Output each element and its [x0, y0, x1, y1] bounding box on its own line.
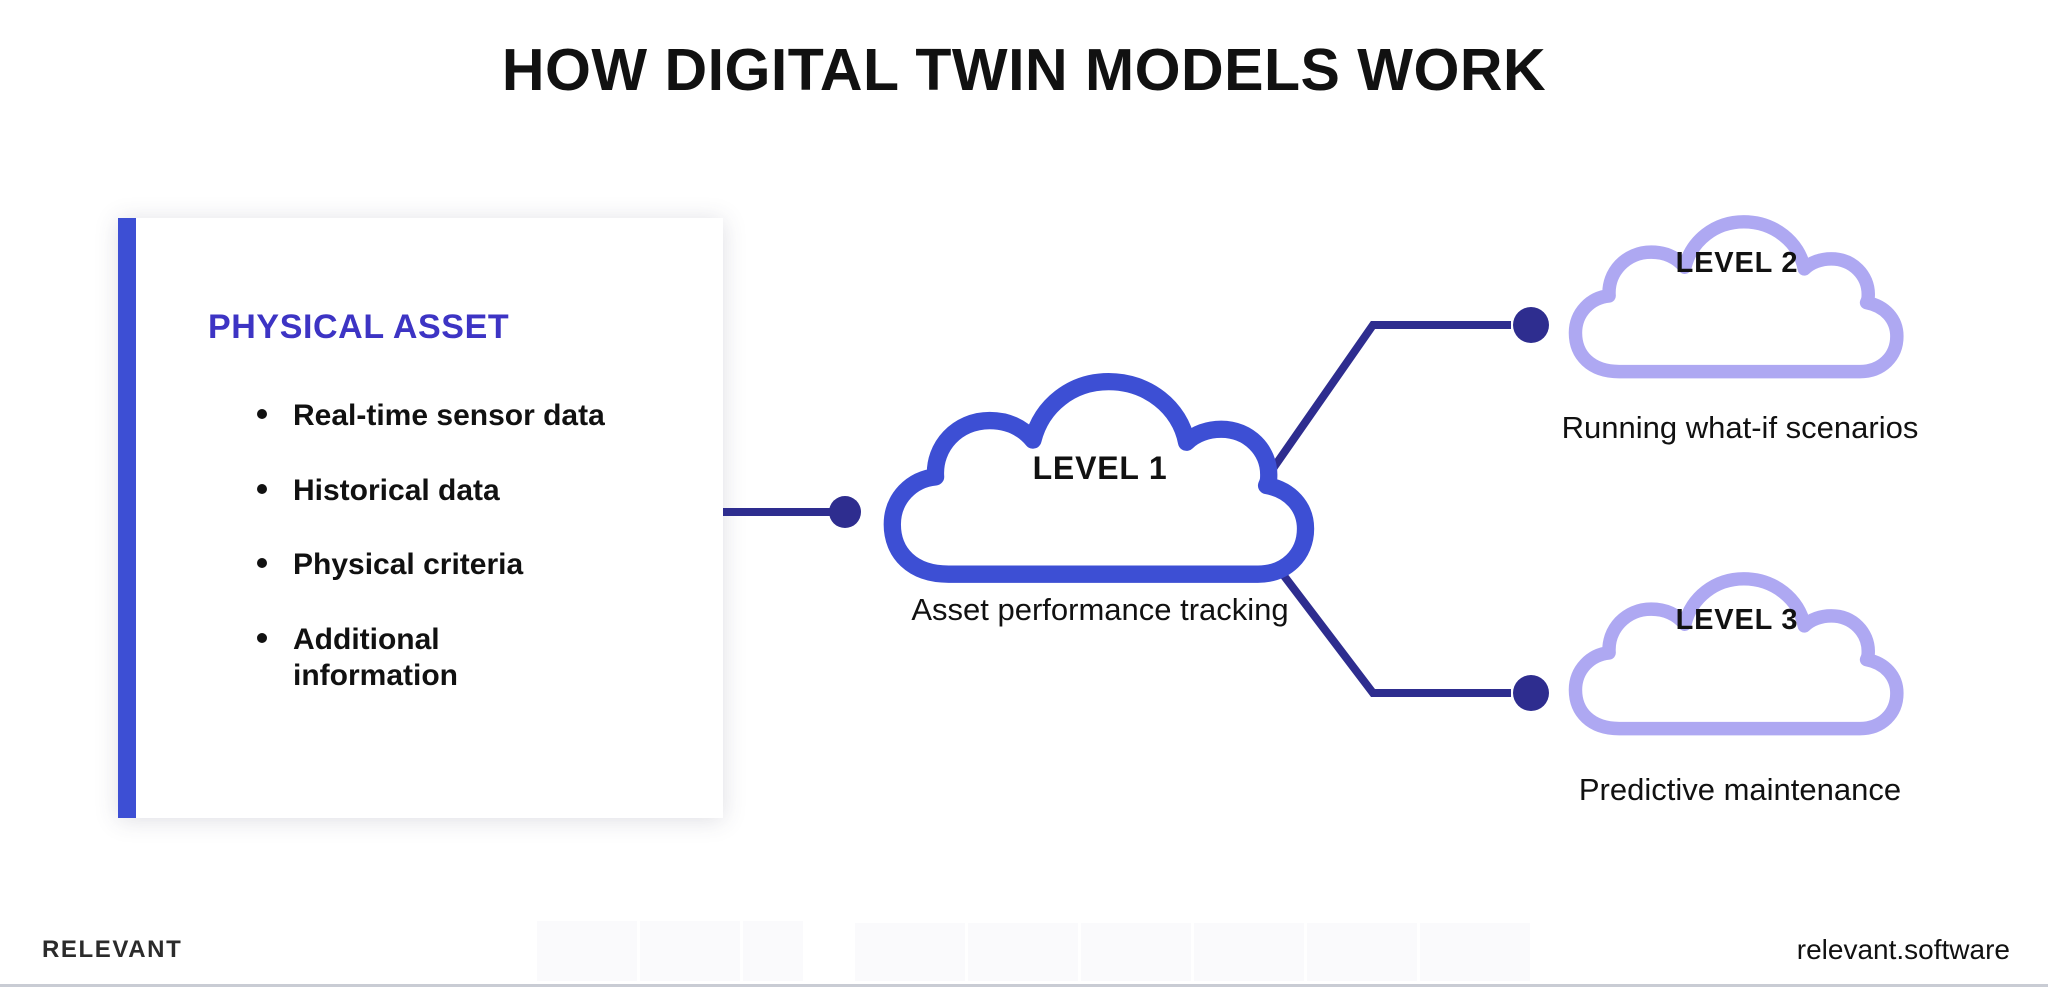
- connector-dot-level1: [829, 496, 861, 528]
- bullet-icon: [257, 409, 267, 419]
- decorative-block: [743, 921, 803, 981]
- list-item: Physical criteria: [257, 547, 733, 584]
- cloud-level-2-label: LEVEL 2: [1675, 247, 1799, 279]
- card-accent-bar: [118, 218, 136, 818]
- connector-dot-level2: [1513, 307, 1549, 343]
- footer-decoration: [0, 912, 2048, 981]
- cloud-level-3-caption: Predictive maintenance: [1578, 772, 1902, 807]
- bullet-icon: [257, 632, 267, 643]
- list-item-label: Physical criteria: [293, 548, 524, 582]
- list-item: Historical data: [257, 473, 733, 510]
- decorative-block: [968, 923, 1078, 981]
- list-item-label: Additional information: [293, 622, 458, 693]
- page-title: HOW DIGITAL TWIN MODELS WORK: [501, 37, 1547, 103]
- decorative-block: [1081, 923, 1191, 981]
- list-item-label: Historical data: [293, 473, 500, 507]
- cloud-icon: [1568, 572, 1904, 736]
- decorative-block: [640, 921, 740, 981]
- decorative-block: [855, 923, 965, 981]
- cloud-level-2-caption: Running what-if scenarios: [1561, 410, 1919, 445]
- footer-bar: RELEVANT relevant.software: [0, 915, 2048, 987]
- list-item: Real-time sensor data: [257, 398, 733, 435]
- decorative-block: [1194, 923, 1304, 981]
- decorative-block: [1420, 923, 1530, 981]
- decorative-block: [537, 921, 637, 981]
- physical-asset-card: PHYSICAL ASSET Real-time sensor data His…: [118, 218, 723, 818]
- physical-asset-heading: PHYSICAL ASSET: [208, 308, 510, 346]
- cloud-icon: [1568, 215, 1904, 379]
- decorative-block: [1307, 923, 1417, 981]
- list-item-label: Real-time sensor data: [293, 399, 605, 432]
- cloud-level-3: LEVEL 3: [1552, 562, 1922, 737]
- cloud-level-1-label: LEVEL 1: [1032, 450, 1168, 486]
- connector-dot-level3: [1513, 675, 1549, 711]
- cloud-level-3-label: LEVEL 3: [1675, 604, 1799, 636]
- cloud-level-2: LEVEL 2: [1552, 205, 1922, 380]
- cloud-level-1-caption: Asset performance tracking: [911, 592, 1289, 627]
- list-item: Additional information: [257, 622, 553, 695]
- cloud-level-1: LEVEL 1: [880, 360, 1320, 585]
- bullet-icon: [257, 558, 267, 569]
- cloud-icon: [883, 372, 1315, 583]
- bullet-icon: [257, 483, 267, 494]
- physical-asset-list: Real-time sensor data Historical data Ph…: [257, 398, 733, 733]
- site-url: relevant.software: [1796, 934, 2010, 965]
- brand-logo: RELEVANT: [42, 936, 183, 963]
